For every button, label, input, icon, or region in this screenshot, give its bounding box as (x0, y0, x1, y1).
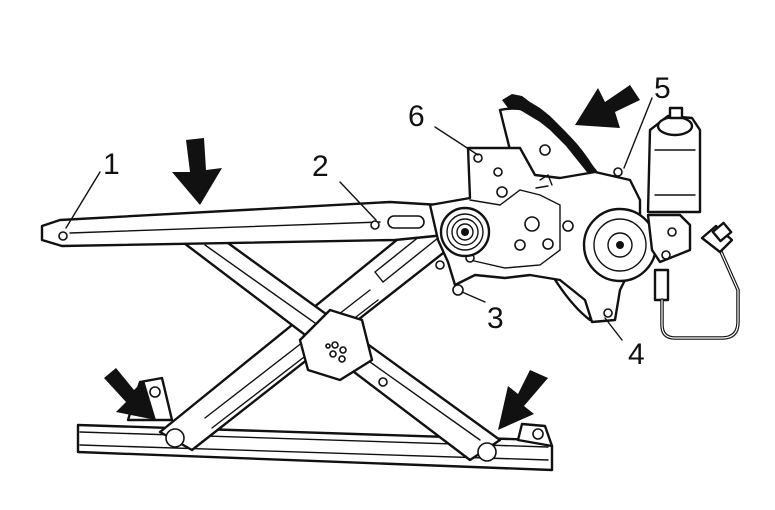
callout-4: 4 (628, 338, 645, 371)
spiral-spring (439, 206, 491, 258)
callout-5: 5 (654, 72, 671, 105)
arrow-upper-left (172, 138, 222, 205)
callout-1: 1 (103, 148, 120, 181)
callout-6: 6 (408, 100, 425, 133)
callout-3: 3 (487, 302, 504, 335)
upper-arm (40, 200, 447, 248)
base-bracket (428, 146, 642, 324)
arrow-lower-right (498, 370, 548, 430)
pivot-plate (298, 308, 374, 382)
callout-2: 2 (312, 150, 329, 183)
leader-lines (65, 97, 653, 341)
electric-motor (646, 106, 702, 214)
wiring-harness (653, 221, 740, 340)
motor-gearbox (582, 207, 692, 283)
arrow-lower-left (104, 368, 156, 420)
arrow-upper-right (575, 85, 640, 128)
